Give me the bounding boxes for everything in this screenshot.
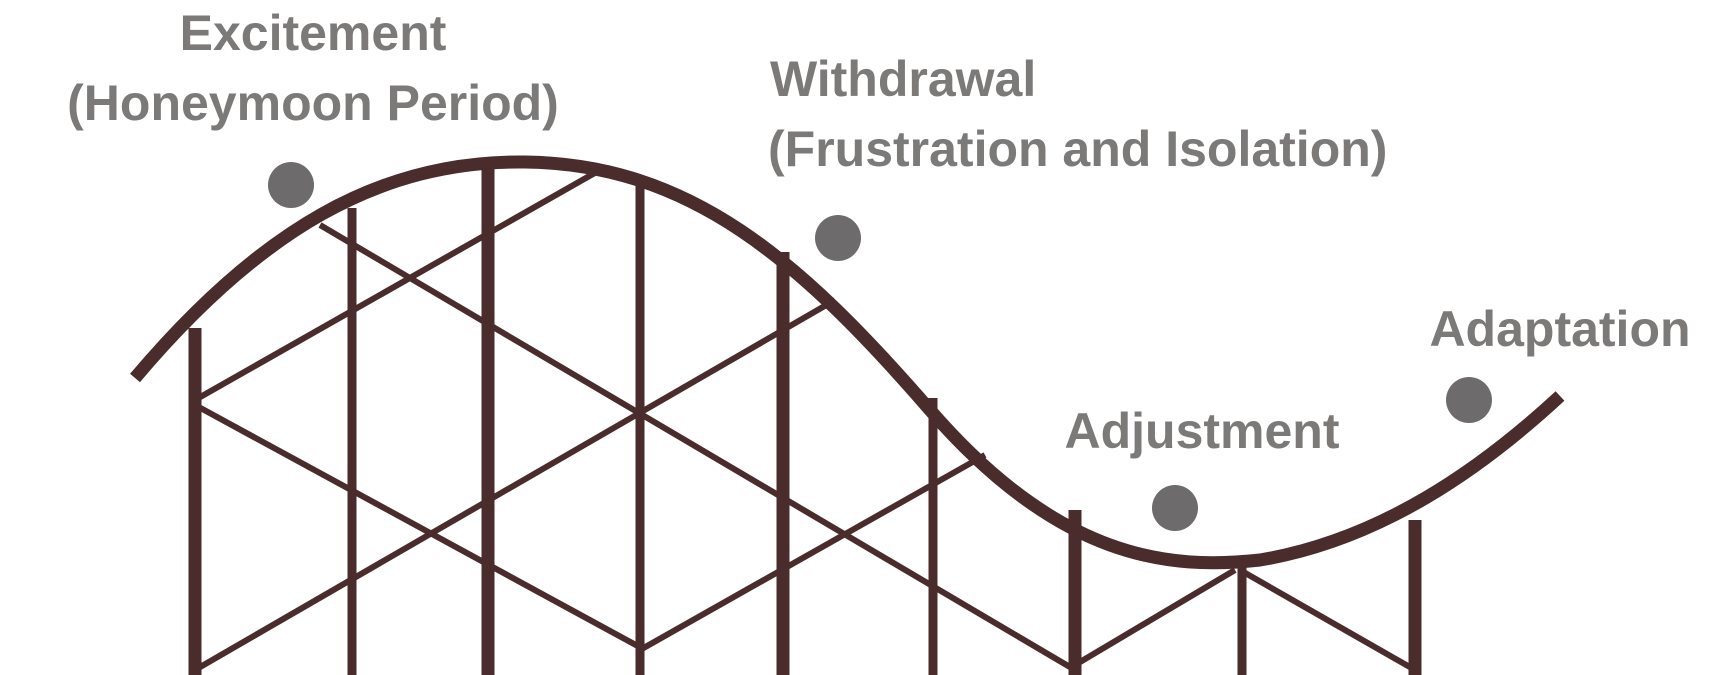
stage-markers (268, 162, 1492, 531)
stage-labels: Excitement (Honeymoon Period) Withdrawal… (67, 5, 1690, 459)
withdrawal-label-line-2: (Frustration and Isolation) (768, 121, 1387, 177)
excitement-label-line-2: (Honeymoon Period) (67, 75, 559, 131)
brace (193, 297, 837, 673)
adjustment-marker (1152, 485, 1198, 531)
adaptation-marker (1446, 377, 1492, 423)
brace (638, 452, 987, 653)
roller-coaster-icon (130, 155, 1565, 675)
brace (193, 167, 602, 403)
withdrawal-label-line-1: Withdrawal (770, 51, 1036, 107)
brace (193, 402, 647, 653)
coaster-track (130, 155, 1565, 570)
brace (318, 222, 1077, 673)
brace (1238, 567, 1417, 673)
adaptation-label: Adaptation (1429, 301, 1690, 357)
brace (1073, 567, 1237, 668)
coaster-posts (188, 162, 1422, 675)
withdrawal-marker (815, 215, 861, 261)
adjustment-label: Adjustment (1065, 403, 1340, 459)
excitement-marker (268, 162, 314, 208)
excitement-label-line-1: Excitement (180, 5, 447, 61)
coaster-braces (193, 167, 1417, 673)
